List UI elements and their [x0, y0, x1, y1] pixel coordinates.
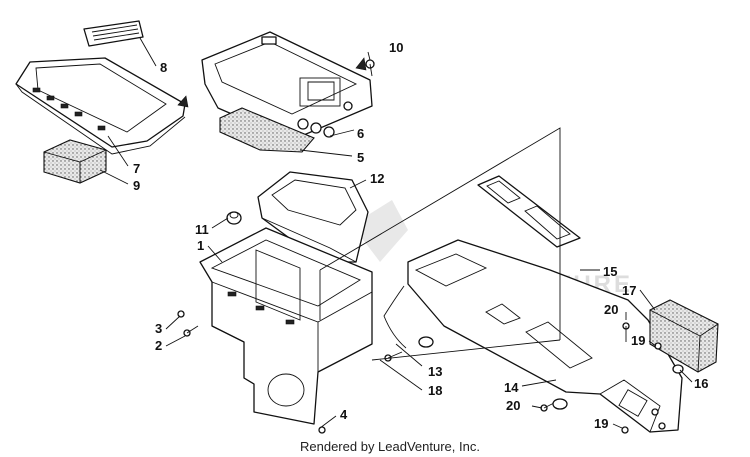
fasteners [177, 310, 662, 434]
callout-2: 2 [155, 338, 162, 353]
callout-1: 1 [197, 238, 204, 253]
part-13-rod [383, 285, 407, 349]
callout-17: 17 [622, 283, 636, 298]
part-12-housing [257, 171, 369, 263]
callout-12: 12 [370, 171, 384, 186]
callout-16: 16 [694, 376, 708, 391]
callout-18: 18 [428, 383, 442, 398]
part-1-box [199, 227, 373, 425]
credit-text: Rendered by LeadVenture, Inc. [300, 439, 480, 454]
callout-9: 9 [133, 178, 140, 193]
callouts: 1 2 3 4 5 6 7 8 9 10 11 12 13 14 15 16 1… [133, 40, 708, 431]
part-14-console [407, 239, 683, 433]
part-11-cap [226, 211, 242, 225]
callout-13: 13 [428, 364, 442, 379]
assembly-lines [319, 127, 561, 361]
callout-5: 5 [357, 150, 364, 165]
callout-7: 7 [133, 161, 140, 176]
part-8-decal [83, 20, 144, 47]
callout-14: 14 [504, 380, 519, 395]
callout-15: 15 [603, 264, 617, 279]
callout-20a: 20 [604, 302, 618, 317]
part-7-cover [15, 57, 189, 155]
callout-4: 4 [340, 407, 348, 422]
callout-10: 10 [389, 40, 403, 55]
part-15-gasket [477, 175, 581, 248]
callout-6: 6 [357, 126, 364, 141]
callout-8: 8 [160, 60, 167, 75]
part-9-foam [43, 139, 107, 184]
callout-19a: 19 [631, 333, 645, 348]
part-5-foam [219, 107, 315, 153]
callout-20b: 20 [506, 398, 520, 413]
callout-11: 11 [195, 222, 209, 237]
callout-3: 3 [155, 321, 162, 336]
leader-lines [99, 37, 693, 429]
part-10-screw [365, 59, 375, 77]
callout-19b: 19 [594, 416, 608, 431]
